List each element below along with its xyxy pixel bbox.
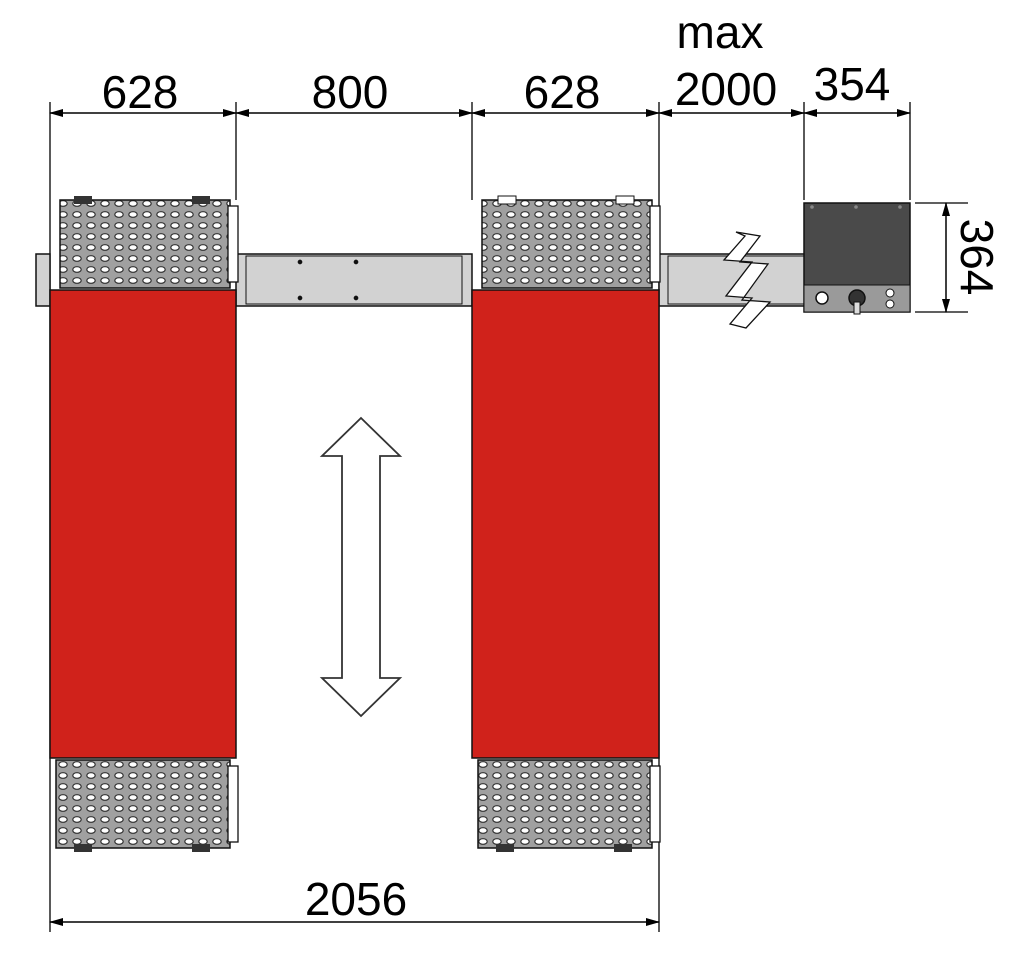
left-top-ramp xyxy=(59,199,231,289)
port-icon xyxy=(815,291,829,305)
dim-control-unit-width: 354 xyxy=(814,58,891,110)
right-bottom-ramp xyxy=(477,759,653,849)
beam-break-symbol xyxy=(722,231,772,329)
right-top-ramp xyxy=(481,199,653,289)
right-platform xyxy=(471,195,661,852)
control-unit xyxy=(803,202,911,315)
dim-control-unit-depth: 364 xyxy=(951,219,1003,296)
dim-overall-width: 2056 xyxy=(305,873,407,925)
dim-hose-max-value: 2000 xyxy=(675,63,777,115)
dim-right-platform-width: 628 xyxy=(524,66,601,118)
port-icon xyxy=(885,299,895,309)
cross-beam xyxy=(35,253,806,307)
left-bottom-ramp xyxy=(55,759,231,849)
dim-gap-width: 800 xyxy=(312,66,389,118)
right-platform-deck xyxy=(471,289,660,759)
left-platform xyxy=(49,196,239,852)
port-icon xyxy=(885,288,895,298)
dim-left-platform-width: 628 xyxy=(102,66,179,118)
double-vertical-arrow-icon xyxy=(319,416,403,718)
dim-hose-max-label: max xyxy=(677,6,764,58)
left-platform-deck xyxy=(49,289,237,759)
